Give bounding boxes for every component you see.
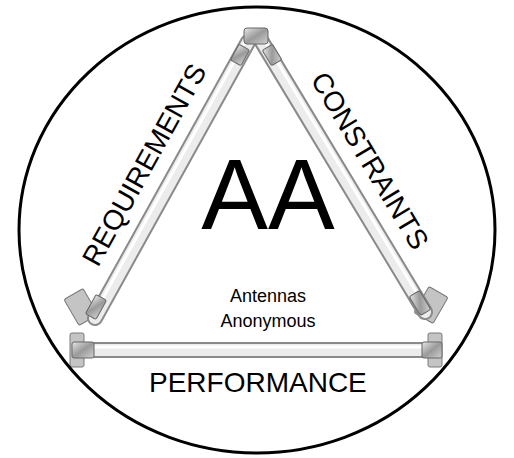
- logo-name: Antennas Anonymous: [208, 284, 328, 334]
- circle-outline: [19, 7, 495, 453]
- metal-fitting: [72, 28, 442, 358]
- antenna-tube: [82, 347, 432, 350]
- side-label: PERFORMANCE: [149, 369, 367, 397]
- logo-initials: AA: [201, 144, 334, 244]
